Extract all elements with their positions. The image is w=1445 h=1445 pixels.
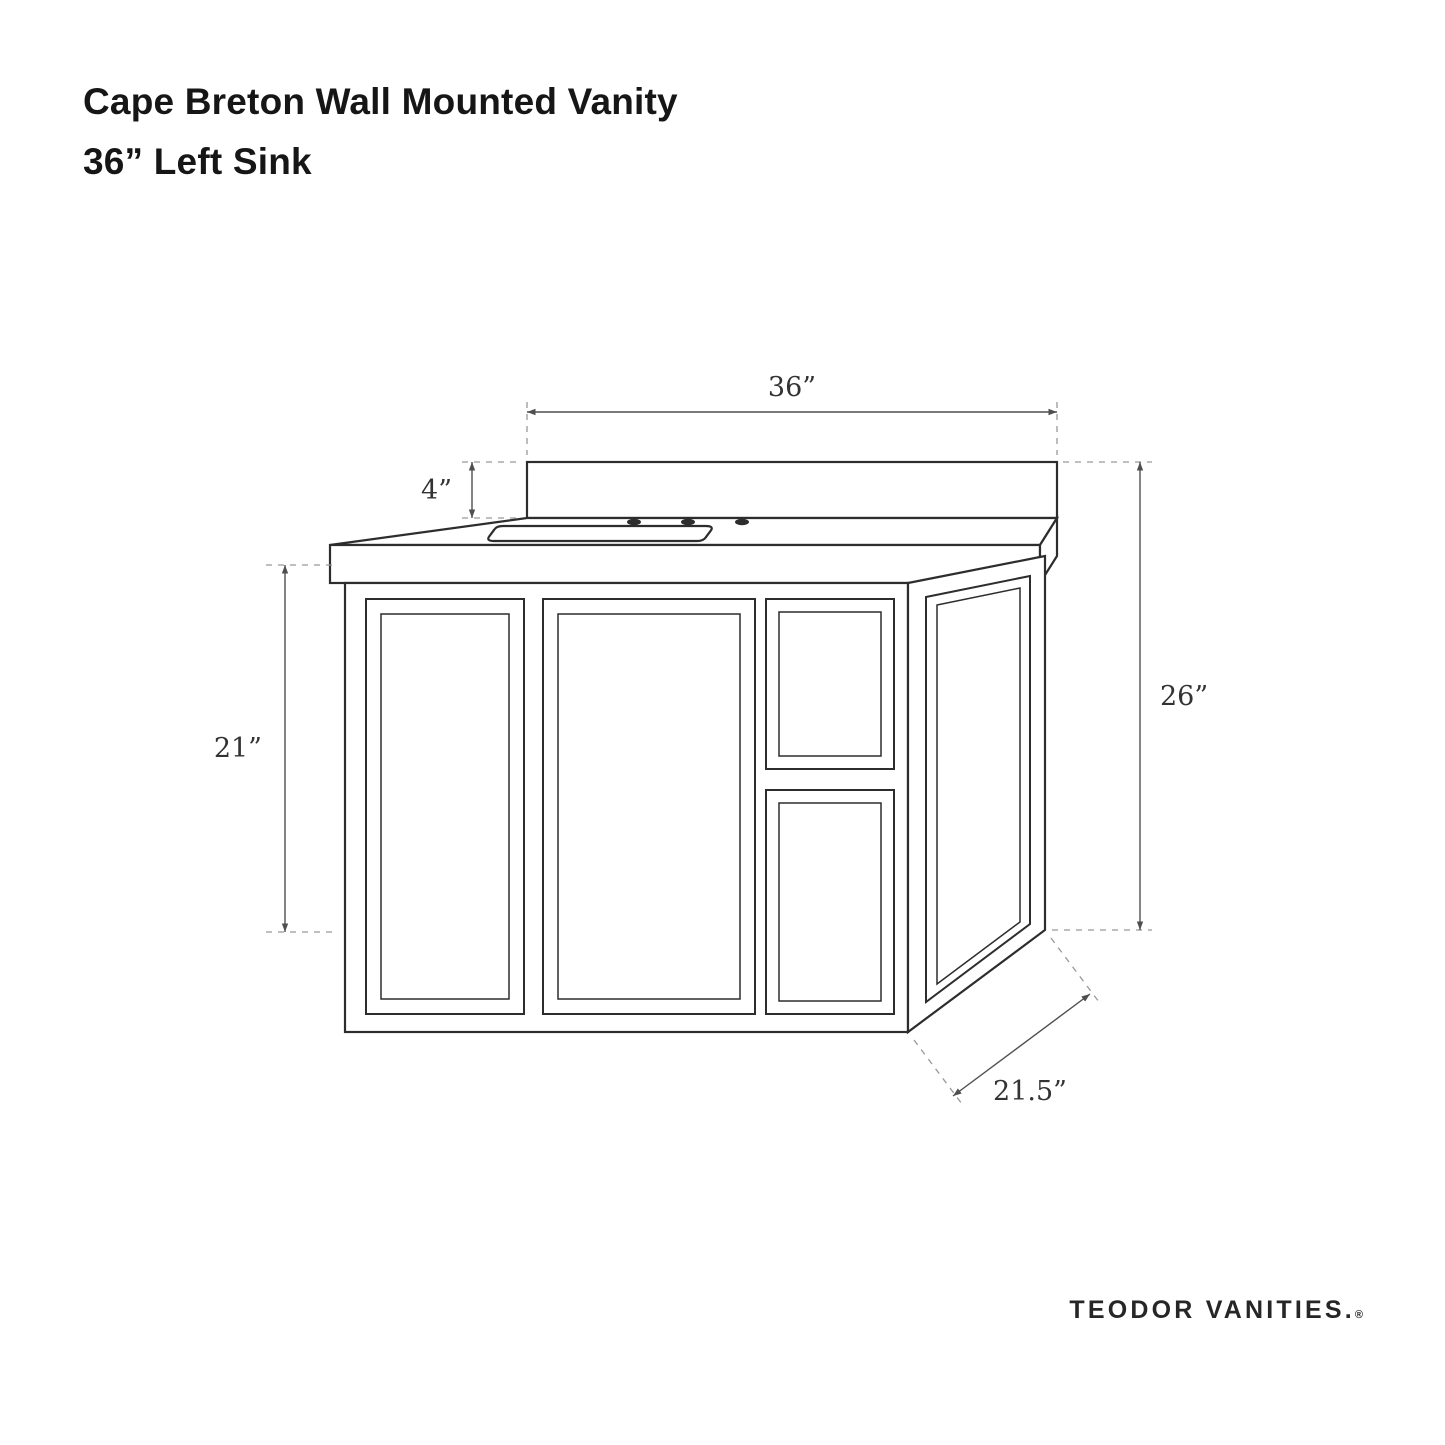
left-door-panel	[380, 613, 510, 1000]
left-door	[365, 598, 525, 1015]
side-panel-frame	[925, 574, 1031, 1004]
dimension-lines	[281, 408, 1144, 1097]
page-subtitle: 36” Left Sink	[83, 140, 312, 182]
side-panel-frame-outer	[925, 574, 1031, 1004]
faucet-hole-right	[735, 518, 749, 526]
center-door	[542, 598, 756, 1015]
dim-label-top-width: 36”	[768, 372, 816, 403]
cabinet-side-panel	[906, 554, 1047, 1035]
upper-drawer	[765, 598, 895, 770]
upper-drawer-outer	[765, 598, 895, 770]
upper-drawer-panel	[778, 611, 882, 757]
left-door-outer	[365, 598, 525, 1015]
dim-label-cabinet-height: 21”	[214, 733, 262, 764]
center-door-outer	[542, 598, 756, 1015]
faucet-hole-left	[627, 518, 641, 526]
dim-label-overall-height: 26”	[1160, 681, 1208, 712]
title-block: Cape Breton Wall Mounted Vanity 36” Left…	[83, 72, 678, 192]
brand-wordmark: TEODOR VANITIES.®	[1069, 1296, 1363, 1325]
faucet-holes	[627, 518, 749, 526]
dim-line-depth	[952, 993, 1091, 1097]
dim-label-depth: 21.5”	[993, 1076, 1067, 1107]
dim-label-backsplash-height: 4”	[421, 475, 452, 506]
ext-depth-back	[1050, 937, 1100, 1003]
ext-depth-front	[913, 1039, 963, 1105]
side-panel-frame-inner	[936, 587, 1021, 986]
lower-drawer-outer	[765, 789, 895, 1015]
dimension-annotations: 36” 4” 21” 26” 21.5”	[214, 372, 1208, 1107]
sink-cutout	[487, 524, 713, 543]
faucet-hole-center	[681, 518, 695, 526]
brand-text: TEODOR VANITIES.	[1069, 1296, 1355, 1324]
backsplash	[525, 460, 1059, 520]
lower-drawer-panel	[778, 802, 882, 1002]
vanity-drawing	[328, 460, 1059, 1035]
page-title: Cape Breton Wall Mounted Vanity	[83, 81, 678, 122]
center-door-panel	[557, 613, 741, 1000]
lower-drawer	[765, 789, 895, 1015]
cabinet-front	[343, 581, 910, 1034]
registered-mark: ®	[1354, 1309, 1363, 1321]
